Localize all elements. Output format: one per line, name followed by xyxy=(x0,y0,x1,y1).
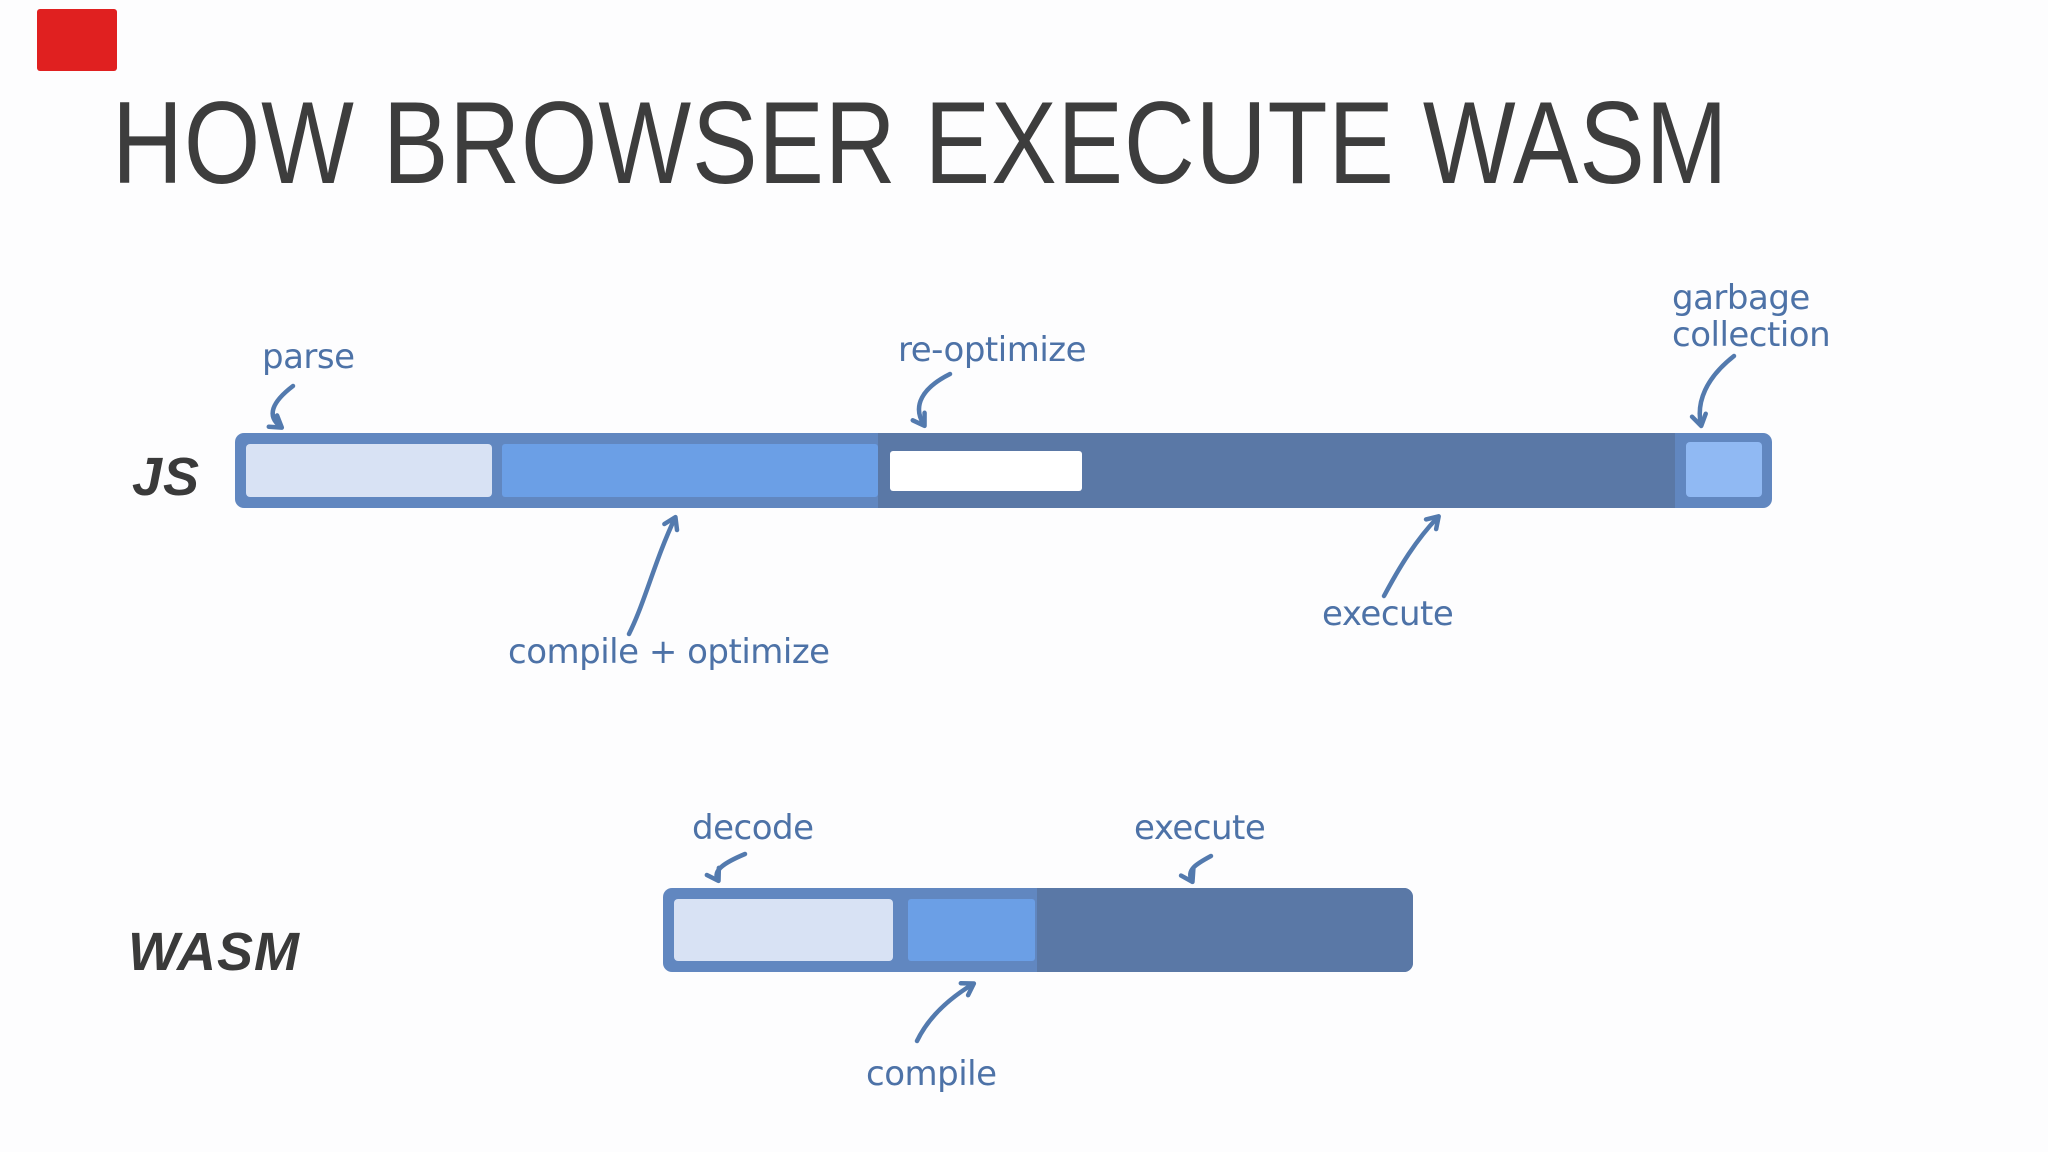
js-segment-garbage-collection xyxy=(1686,442,1762,497)
execute-wasm-arrow xyxy=(1178,853,1214,885)
wasm-row-label: WASM xyxy=(128,922,300,982)
js-segment-compile-optimize xyxy=(502,444,878,497)
annotation-garbage-collection: garbage collection xyxy=(1672,278,1831,355)
js-segment-parse xyxy=(246,444,492,497)
js-segment-reoptimize xyxy=(890,451,1082,491)
wasm-segment-execute xyxy=(1037,888,1413,972)
annotation-execute-wasm: execute xyxy=(1134,808,1266,848)
parse-arrow xyxy=(266,383,296,430)
re-optimize-arrow xyxy=(910,371,953,429)
js-row-label: JS xyxy=(132,447,201,507)
wasm-segment-compile xyxy=(908,899,1035,961)
wasm-timeline-bar xyxy=(663,888,1413,972)
annotation-compile-optimize: compile + optimize xyxy=(508,632,830,672)
slide-title: HOW BROWSER EXECUTE WASM xyxy=(112,77,1729,208)
annotation-re-optimize: re-optimize xyxy=(898,330,1087,370)
annotation-decode: decode xyxy=(692,808,814,848)
annotation-execute-js: execute xyxy=(1322,594,1454,634)
annotation-compile-wasm: compile xyxy=(866,1054,997,1094)
garbage-collection-arrow xyxy=(1689,353,1737,429)
wasm-segment-decode xyxy=(674,899,893,961)
js-timeline-bar xyxy=(235,433,1772,508)
decode-arrow xyxy=(704,851,748,884)
red-recording-badge xyxy=(37,9,117,71)
compile-wasm-arrow xyxy=(914,980,977,1044)
execute-js-arrow xyxy=(1381,514,1441,599)
compile-optimize-arrow xyxy=(626,514,680,637)
annotation-parse: parse xyxy=(262,337,355,377)
